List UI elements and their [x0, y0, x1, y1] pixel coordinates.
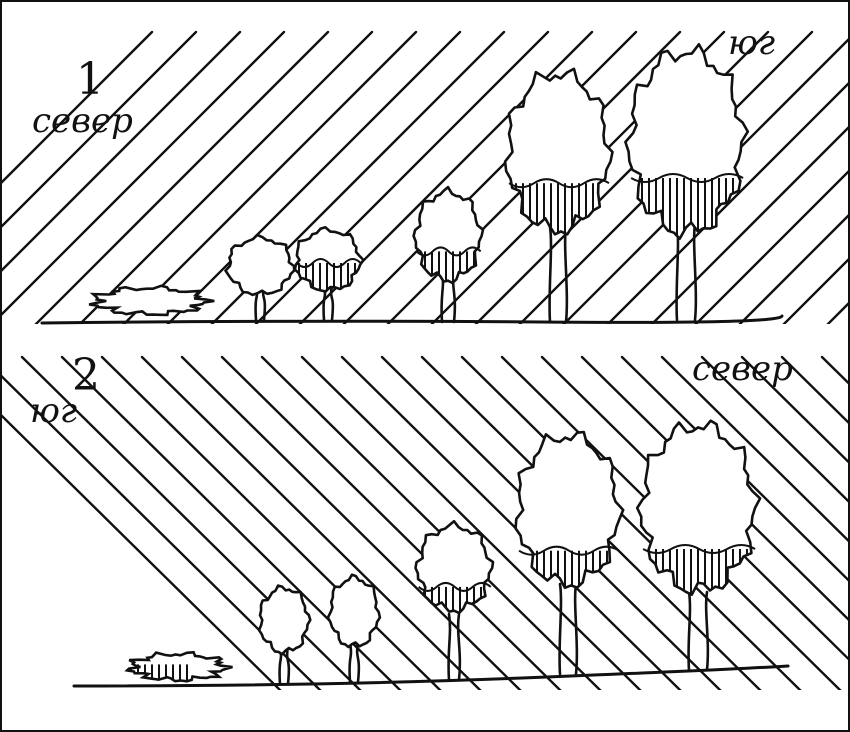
shadow-hatch-icon — [637, 549, 761, 595]
tree-1-5 — [624, 43, 750, 322]
sun-ray-line — [340, 355, 682, 690]
sun-ray-line — [2, 30, 198, 228]
vegetation — [88, 43, 762, 686]
tree-2-1 — [257, 584, 312, 686]
ground-line-panel-1 — [40, 314, 784, 325]
trunk — [447, 612, 462, 682]
sun-ray-line — [820, 355, 848, 385]
sun-ray-line — [2, 30, 286, 316]
tree-1-2 — [293, 226, 365, 322]
sun-ray-line — [2, 30, 242, 272]
sun-ray-line — [342, 30, 638, 324]
tree-icon — [414, 519, 495, 615]
sun-ray-line — [694, 170, 848, 324]
sun-ray-line — [300, 355, 642, 690]
tree-1-4 — [503, 67, 614, 324]
panel-2-south-label: юг — [30, 391, 78, 431]
sun-ray-line — [700, 355, 848, 503]
sun-ray-line — [826, 302, 848, 324]
panel-2-number: 2 — [72, 350, 100, 401]
sun-ray-line — [20, 355, 362, 690]
tree-icon — [257, 584, 312, 656]
tree-icon — [293, 226, 365, 293]
tree-icon — [514, 430, 625, 590]
sun-ray-line — [740, 355, 848, 464]
sun-ray-line — [620, 355, 848, 582]
sun-ray-line — [78, 30, 374, 324]
sun-ray-line — [2, 30, 154, 184]
ground-line-panel-2 — [72, 664, 790, 688]
panel-1-number: 1 — [76, 54, 104, 105]
sun-ray-line — [606, 82, 848, 324]
tree-2-3 — [414, 519, 495, 682]
sun-ray-line — [180, 355, 522, 690]
panel-1-north-label: север — [32, 101, 133, 141]
panel-1-south-label: юг — [728, 23, 776, 63]
tree-icon — [503, 67, 614, 236]
sun-ray-line — [140, 355, 482, 690]
ground-lines — [40, 314, 790, 688]
shrub-icon — [124, 650, 233, 683]
sun-ray-line — [782, 258, 848, 324]
sun-ray-line — [650, 126, 848, 324]
tree-icon — [326, 573, 382, 649]
tree-icon — [635, 419, 762, 596]
sun-ray-line — [780, 355, 848, 424]
trunk — [687, 590, 710, 672]
sun-ray-line — [254, 30, 550, 324]
tree-icon — [624, 43, 750, 240]
tree-2-4 — [514, 430, 625, 676]
trunk — [558, 582, 579, 676]
shadow-hatch-icon — [625, 178, 748, 239]
tree-1-1 — [224, 233, 296, 322]
panel-2-north-label: север — [692, 349, 793, 389]
sun-ray-line — [166, 30, 462, 324]
sun-ray-line — [220, 355, 562, 690]
sun-ray-line — [34, 30, 330, 324]
shadow-hatch-icon — [505, 183, 613, 235]
sun-ray-line — [2, 414, 282, 690]
sun-ray-line — [660, 355, 848, 542]
sun-ray-line — [122, 30, 418, 324]
sun-ray-line — [260, 355, 602, 690]
sun-ray-line — [100, 355, 442, 690]
tree-1-3 — [412, 185, 485, 324]
shrub-icon — [88, 284, 215, 317]
sun-ray-line — [738, 214, 848, 324]
tree-2-2 — [326, 573, 382, 684]
trunk — [348, 640, 361, 684]
tree-icon — [224, 233, 296, 297]
sun-ray-line — [460, 355, 802, 690]
tree-icon — [412, 185, 485, 285]
